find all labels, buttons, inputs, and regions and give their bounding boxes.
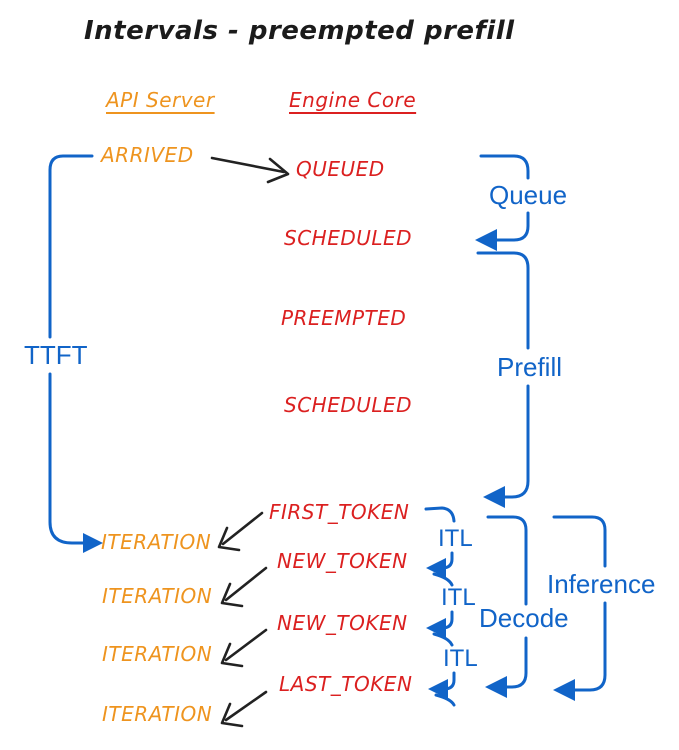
arrow-arrived-to-queued [210, 156, 290, 184]
event-iteration-1: ITERATION [101, 530, 212, 554]
event-new-token-1: NEW_TOKEN [277, 549, 408, 573]
event-iteration-3: ITERATION [102, 642, 213, 666]
prefill-bracket [476, 251, 530, 508]
arrow-first-token-to-iteration [217, 511, 264, 552]
interval-label-itl-1: ITL [438, 525, 473, 552]
interval-label-inference: Inference [547, 569, 656, 599]
event-last-token: LAST_TOKEN [279, 672, 413, 696]
arrow-new-token-2-to-iteration [220, 628, 268, 668]
event-first-token: FIRST_TOKEN [269, 500, 410, 524]
itl-bracket-1 [424, 506, 456, 587]
column-header-api-server: API Server [106, 88, 215, 112]
decode-bracket [485, 515, 528, 698]
diagram-title: Intervals - preempted prefill [84, 16, 515, 46]
event-arrived: ARRIVED [101, 143, 194, 167]
interval-label-itl-3: ITL [443, 645, 478, 672]
event-queued: QUEUED [296, 157, 385, 181]
ttft-bracket [48, 154, 103, 553]
queue-bracket [475, 154, 530, 251]
inference-bracket [552, 515, 607, 701]
interval-label-decode: Decode [479, 603, 569, 633]
interval-label-prefill: Prefill [497, 352, 563, 382]
interval-label-queue: Queue [489, 180, 568, 210]
arrow-last-token-to-iteration [220, 690, 268, 728]
itl-bracket-3 [428, 671, 456, 707]
interval-label-itl-2: ITL [441, 584, 476, 611]
event-scheduled-1: SCHEDULED [284, 226, 413, 250]
event-iteration-4: ITERATION [102, 702, 213, 726]
arrow-new-token-1-to-iteration [220, 566, 268, 608]
event-scheduled-2: SCHEDULED [284, 393, 413, 417]
interval-label-ttft: TTFT [24, 340, 88, 370]
column-header-engine-core: Engine Core [289, 88, 417, 112]
itl-bracket-2 [426, 610, 454, 647]
event-iteration-2: ITERATION [102, 584, 213, 608]
event-preempted: PREEMPTED [281, 306, 407, 330]
event-new-token-2: NEW_TOKEN [277, 611, 408, 635]
